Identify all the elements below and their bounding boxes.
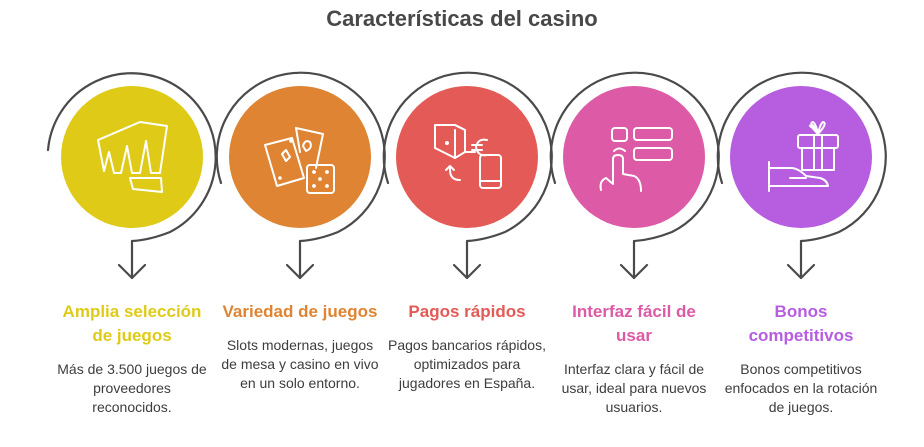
feature-circle-2	[229, 86, 371, 228]
feature-title: Pagos rápidos	[408, 302, 526, 321]
payment-exchange-icon	[434, 124, 502, 189]
feature-item-4: Interfaz fácil de usar Interfaz clara y …	[554, 300, 714, 417]
arrow-head-1	[117, 263, 147, 280]
feature-item-2: Variedad de juegos Slots modernas, juego…	[220, 300, 380, 393]
feature-title: Amplia selección de juegos	[62, 302, 202, 345]
connector-arc-1	[46, 72, 217, 280]
arrow-head-4	[619, 263, 649, 280]
arrow-head-2	[285, 263, 315, 280]
feature-title: Bonos competitivos	[748, 302, 854, 345]
arrow-head-3	[452, 263, 482, 280]
fist-icon	[97, 121, 168, 193]
cards-dice-icon	[264, 127, 335, 194]
feature-item-1: Amplia selección de juegos Más de 3.500 …	[52, 300, 212, 417]
connector-arc-2	[215, 71, 386, 280]
feature-item-3: Pagos rápidos Pagos bancarios rápidos, o…	[387, 300, 547, 393]
connector-arc-5	[716, 71, 887, 280]
arrow-head-5	[786, 263, 816, 280]
connector-arc-3	[382, 71, 553, 280]
diagram-title: Características del casino	[326, 6, 598, 31]
feature-description: Bonos competitivos enfocados en la rotac…	[724, 361, 878, 415]
touch-interface-icon	[599, 127, 673, 192]
feature-description: Interfaz clara y fácil de usar, ideal pa…	[561, 361, 707, 415]
feature-title: Variedad de juegos	[222, 302, 378, 321]
feature-item-5: Bonos competitivos Bonos competitivos en…	[721, 300, 881, 417]
feature-description: Slots modernas, juegos de mesa y casino …	[221, 337, 379, 391]
feature-title: Interfaz fácil de usar	[572, 302, 696, 345]
connector-arc-4	[549, 71, 720, 280]
feature-description: Pagos bancarios rápidos, optimizados par…	[388, 337, 546, 391]
feature-circle-3	[396, 86, 538, 228]
feature-circle-1	[61, 86, 203, 228]
gift-hand-icon	[768, 121, 839, 192]
feature-description: Más de 3.500 juegos de proveedores recon…	[57, 361, 207, 415]
